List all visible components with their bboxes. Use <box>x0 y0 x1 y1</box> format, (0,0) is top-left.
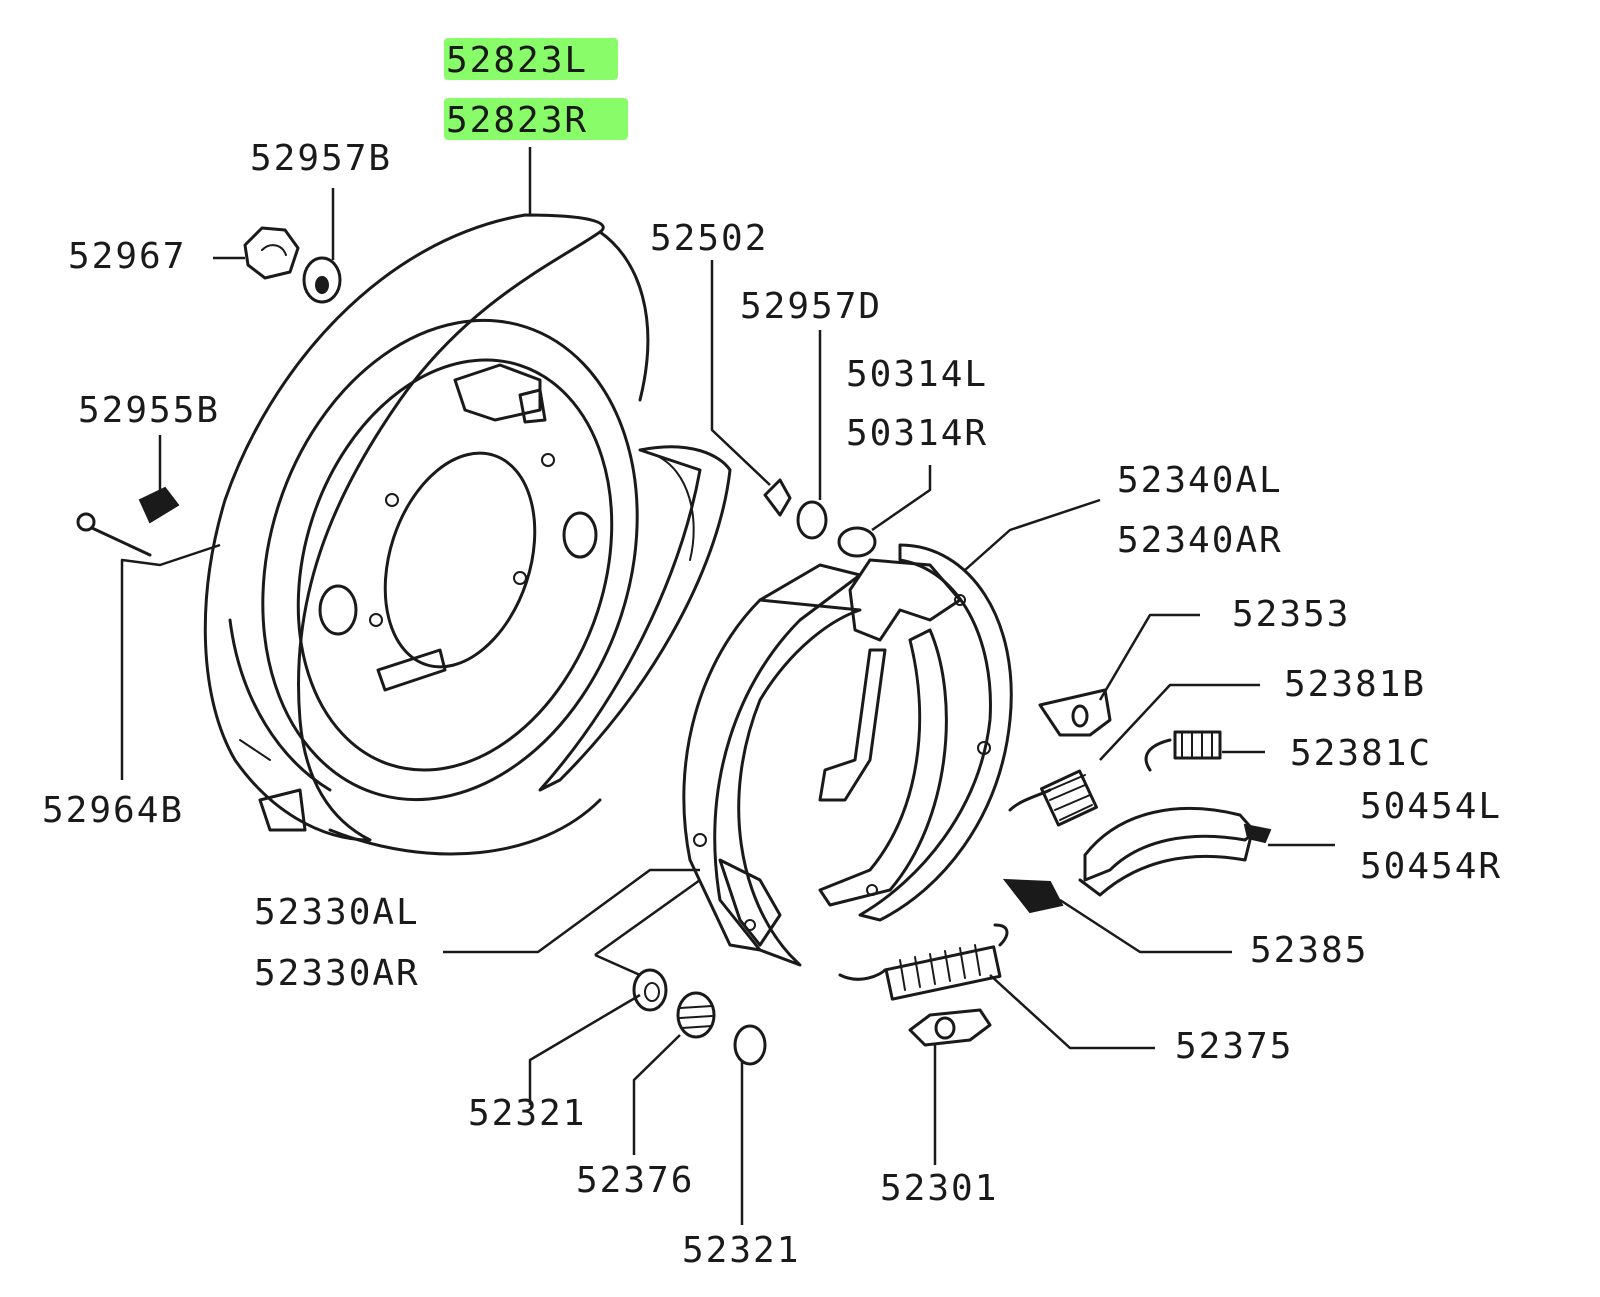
pin-52964B <box>76 512 152 557</box>
label-52321-a: 52321 <box>468 1093 586 1134</box>
label-52375: 52375 <box>1175 1026 1293 1067</box>
label-52381C: 52381C <box>1290 733 1432 774</box>
cup-52321-b <box>733 1024 767 1066</box>
label-52340AL: 52340AL <box>1117 460 1283 501</box>
label-52957D: 52957D <box>740 286 882 327</box>
plate-52301 <box>908 1008 992 1047</box>
washer-52957D <box>796 500 828 540</box>
label-52330AR: 52330AR <box>254 953 420 994</box>
leader-lines <box>120 147 1335 1225</box>
label-52823R: 52823R <box>446 100 588 141</box>
part-labels: 52823L 52823R 52957B 52967 52502 52957D … <box>42 40 1502 1271</box>
label-50314L: 50314L <box>846 354 988 395</box>
washer-52957B <box>302 256 342 304</box>
lining-50454 <box>1078 806 1272 897</box>
shoe-52330A <box>682 563 862 967</box>
cup-52321-a <box>632 968 668 1012</box>
label-52301: 52301 <box>880 1168 998 1209</box>
label-52381B: 52381B <box>1284 664 1426 705</box>
label-52376: 52376 <box>576 1160 694 1201</box>
spring-52381C <box>1144 730 1222 772</box>
plate-52353 <box>1038 688 1112 737</box>
label-52340AR: 52340AR <box>1117 520 1283 561</box>
label-52321-b: 52321 <box>682 1230 800 1271</box>
label-52502: 52502 <box>650 218 768 259</box>
shoe-lever-52340A <box>818 526 1013 922</box>
strut-52385 <box>1002 878 1064 914</box>
backing-plate <box>203 213 650 856</box>
spring-52381B <box>1008 769 1098 827</box>
highlight-52823L <box>444 38 618 80</box>
label-52964B: 52964B <box>42 790 184 831</box>
plug-52955B <box>138 486 180 524</box>
washer-52502 <box>763 478 792 517</box>
label-52823L: 52823L <box>446 40 588 81</box>
label-52353: 52353 <box>1232 594 1350 635</box>
label-52955B: 52955B <box>78 390 220 431</box>
label-50314R: 50314R <box>846 413 988 454</box>
label-52957B: 52957B <box>250 138 392 179</box>
label-50454R: 50454R <box>1360 846 1502 887</box>
spring-52376 <box>676 991 716 1039</box>
highlight-52823R <box>444 98 628 140</box>
label-52967: 52967 <box>68 236 186 277</box>
label-50454L: 50454L <box>1360 786 1502 827</box>
label-52385: 52385 <box>1250 930 1368 971</box>
label-52330AL: 52330AL <box>254 892 420 933</box>
nut-52967 <box>243 226 300 280</box>
spring-52375 <box>838 923 1009 1001</box>
dust-shield <box>538 445 732 792</box>
